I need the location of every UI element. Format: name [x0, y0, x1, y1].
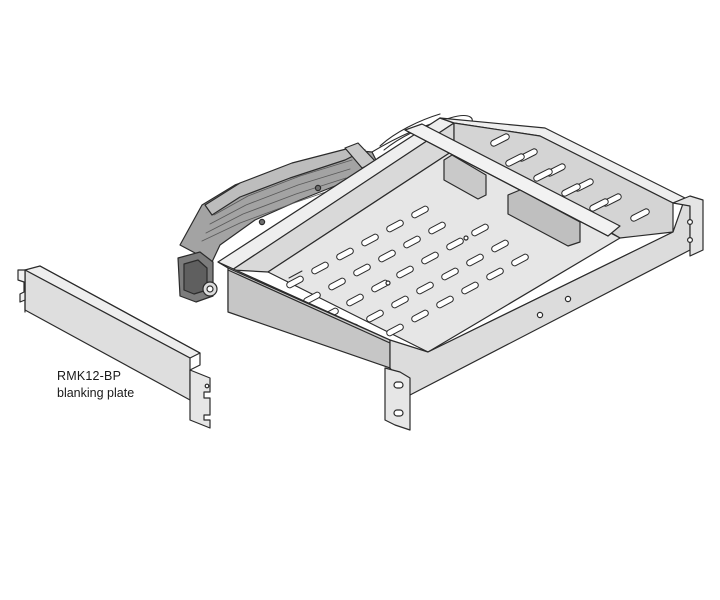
device-screw-1 [314, 184, 322, 192]
callout-model-label: RMK12-BP [57, 369, 122, 383]
ear-hole-r1 [686, 219, 693, 226]
side-hole-1 [536, 311, 544, 319]
ear-slot-l1 [393, 381, 404, 389]
callout-description-label: blanking plate [57, 386, 135, 400]
left-mounting-ear [384, 367, 411, 431]
ear-hole-r2 [686, 237, 693, 244]
plate-ear-hole-1 [204, 383, 210, 389]
side-vent-slots [490, 133, 650, 222]
floor-hole-1 [385, 280, 391, 286]
plate-right-ear [189, 369, 211, 429]
shelf-side-window [507, 189, 581, 247]
device-screw-2 [258, 218, 266, 226]
device-unit [177, 142, 377, 303]
device-fins [201, 159, 353, 242]
shelf-rear-window [443, 154, 487, 200]
plate-edge [39, 265, 201, 371]
floor-hole-2 [463, 235, 469, 241]
blanking-plate [17, 265, 211, 429]
right-mounting-ear [672, 195, 704, 257]
front-panel [217, 195, 704, 431]
plate-left-tab [17, 269, 26, 303]
side-hole-2 [564, 295, 572, 303]
ear-slot-l2 [393, 409, 404, 417]
